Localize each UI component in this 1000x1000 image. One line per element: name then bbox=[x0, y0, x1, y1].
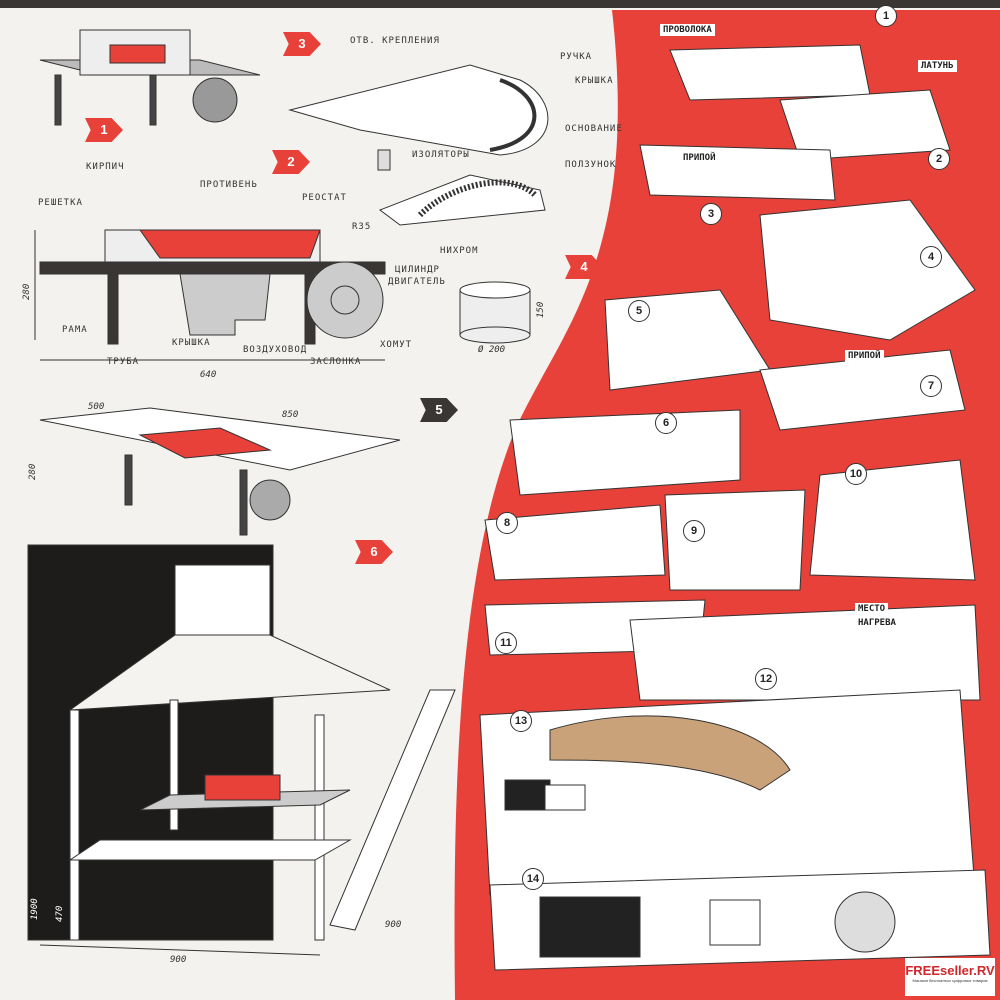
fig-number-13: 13 bbox=[510, 710, 532, 732]
label-vozduhovod: ВОЗДУХОВОД bbox=[243, 345, 308, 355]
dim-1900: 1900 bbox=[30, 898, 40, 920]
dim-280-fig5: 280 bbox=[28, 463, 38, 480]
fig-number-11: 11 bbox=[495, 632, 517, 654]
dim-640: 640 bbox=[200, 370, 217, 380]
top-border bbox=[0, 0, 1000, 8]
watermark-tagline: Магазин бесплатных цифровых товаров bbox=[912, 978, 988, 983]
dim-280-fig2: 280 bbox=[22, 283, 32, 300]
label-polzunok: ПОЛЗУНОК bbox=[565, 160, 617, 170]
watermark-logo: FREEseller.RV Магазин бесплатных цифровы… bbox=[905, 958, 995, 996]
fig4-cylinder bbox=[459, 281, 531, 344]
fig-number-2: 2 bbox=[928, 148, 950, 170]
fig-r8 bbox=[484, 504, 666, 581]
label-provoloka: ПРОВОЛОКА bbox=[660, 24, 715, 36]
dim-470: 470 bbox=[55, 905, 65, 922]
label-nagreva: НАГРЕВА bbox=[855, 617, 899, 629]
fig-r3 bbox=[639, 144, 836, 201]
label-latun: ЛАТУНЬ bbox=[918, 60, 957, 72]
fig-number-1: 1 bbox=[875, 5, 897, 27]
label-zaslonka: ЗАСЛОНКА bbox=[310, 357, 362, 367]
fig-number-5: 5 bbox=[628, 300, 650, 322]
label-reshetka: РЕШЕТКА bbox=[38, 198, 83, 208]
fig5-table bbox=[39, 407, 401, 536]
label-protiven: ПРОТИВЕНЬ bbox=[200, 180, 258, 190]
fig-r12 bbox=[629, 604, 981, 701]
label-r35: R35 bbox=[352, 222, 372, 232]
label-nihrom: НИХРОМ bbox=[440, 246, 479, 256]
label-osnovanie: ОСНОВАНИЕ bbox=[565, 124, 623, 134]
label-otv-krepleniya: ОТВ. КРЕПЛЕНИЯ bbox=[350, 36, 440, 46]
label-tsilindr: ЦИЛИНДР bbox=[395, 265, 440, 275]
fig-r1 bbox=[669, 44, 871, 101]
label-dvigatel: ДВИГАТЕЛЬ bbox=[388, 277, 446, 287]
fig-number-14: 14 bbox=[522, 868, 544, 890]
label-homut: ХОМУТ bbox=[380, 340, 413, 350]
label-truba: ТРУБА bbox=[107, 357, 140, 367]
dim-150: 150 bbox=[536, 301, 546, 318]
fig-number-10: 10 bbox=[845, 463, 867, 485]
label-rama: РАМА bbox=[62, 325, 88, 335]
fig-r6 bbox=[509, 409, 741, 496]
fig-r9 bbox=[664, 489, 806, 591]
label-mesto: МЕСТО bbox=[855, 603, 889, 615]
label-kryshka-2: КРЫШКА bbox=[172, 338, 211, 348]
label-reostat: РЕОСТАТ bbox=[302, 193, 347, 203]
fig-number-6: 6 bbox=[655, 412, 677, 434]
fig-number-4: 4 bbox=[920, 246, 942, 268]
dim-900-width: 900 bbox=[170, 955, 187, 965]
label-izolyatory: ИЗОЛЯТОРЫ bbox=[412, 150, 470, 160]
label-pripoy-3: ПРИПОЙ bbox=[680, 152, 719, 164]
fig6-fireplace bbox=[27, 544, 456, 956]
dim-diameter-200: Ø 200 bbox=[478, 345, 506, 355]
fig-r7 bbox=[759, 349, 966, 431]
dim-900-depth: 900 bbox=[385, 920, 402, 930]
label-kirpich: КИРПИЧ bbox=[86, 162, 125, 172]
label-ruchka: РУЧКА bbox=[560, 52, 593, 62]
fig2-section bbox=[34, 229, 386, 361]
fig-number-3: 3 bbox=[700, 203, 722, 225]
watermark-brand: FREEseller.RV bbox=[905, 963, 995, 978]
fig-r10 bbox=[809, 459, 976, 581]
fig-number-8: 8 bbox=[496, 512, 518, 534]
fig-number-7: 7 bbox=[920, 375, 942, 397]
tool-details bbox=[504, 715, 896, 958]
dim-500: 500 bbox=[88, 402, 105, 412]
fig-r2 bbox=[779, 89, 951, 161]
fig-number-12: 12 bbox=[755, 668, 777, 690]
label-kryshka-3: КРЫШКА bbox=[575, 76, 614, 86]
dim-850: 850 bbox=[282, 410, 299, 420]
label-pripoy-5: ПРИПОЙ bbox=[845, 350, 884, 362]
fig3-rheostat bbox=[288, 64, 549, 226]
fig-r4 bbox=[759, 199, 976, 341]
fig-number-9: 9 bbox=[683, 520, 705, 542]
fig1-brazier bbox=[39, 29, 261, 126]
